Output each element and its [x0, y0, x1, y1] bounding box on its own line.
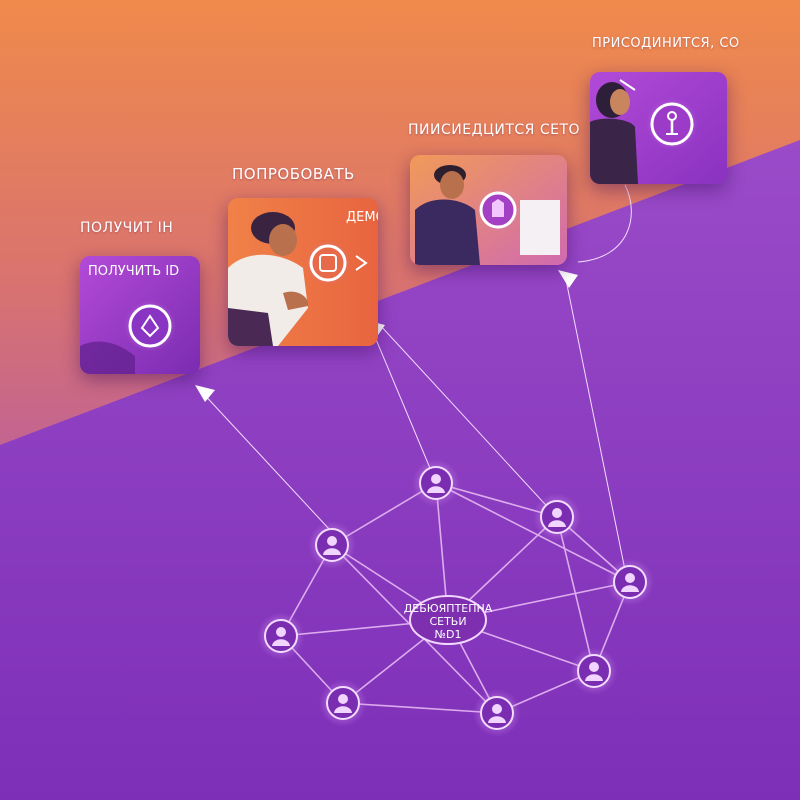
- node-link-10: [435, 482, 631, 583]
- guide-arrows: [199, 184, 632, 571]
- user-node-icon[interactable]: [319, 679, 367, 727]
- user-node-icon[interactable]: [570, 647, 618, 695]
- person-laptop-illustration: [415, 165, 560, 265]
- user-node-icon[interactable]: [606, 558, 654, 606]
- demo-icon: [309, 244, 347, 282]
- get-id-card[interactable]: ПОЛУЧИТЬ ID: [80, 256, 200, 374]
- user-node-icon[interactable]: [257, 612, 305, 660]
- hub-line-1: ДЕБЮЯПТЕПНА: [404, 602, 493, 615]
- person-illustration: [228, 212, 309, 346]
- id-badge-icon: [128, 304, 172, 348]
- try-demo-card[interactable]: ДЕМО: [228, 198, 378, 346]
- connect-network-card[interactable]: [410, 155, 567, 265]
- get-id-caption: ПОЛУЧИТЬ ID: [88, 264, 180, 279]
- step-2-label: ПОПРОБОВАТЬ: [232, 165, 355, 183]
- step-4-label: ПРИСОДИНИТСЯ, СО: [592, 36, 740, 51]
- hub-line-2: СЕТЬИ: [429, 615, 466, 628]
- slope-surface: [0, 140, 800, 800]
- step-1-label: ПОЛУЧИТ IH: [80, 220, 174, 236]
- user-node-icon[interactable]: [473, 689, 521, 737]
- network-nodes: [257, 459, 654, 737]
- network-hub: ДЕБЮЯПТЕПНА СЕТЬИ №D1: [404, 595, 493, 645]
- node-link-5: [342, 702, 498, 714]
- node-link-8: [556, 516, 595, 672]
- chevron-right-icon: [355, 255, 368, 271]
- demo-caption: ДЕМО: [346, 210, 378, 225]
- user-node-icon[interactable]: [533, 493, 581, 541]
- user-node-icon[interactable]: [412, 459, 460, 507]
- step-3-label: ПИИСИЕДЦИТСЯ СЕТО: [408, 122, 581, 138]
- hub-line-3: №D1: [435, 628, 462, 641]
- user-node-icon[interactable]: [308, 521, 356, 569]
- woman-illustration: [590, 82, 638, 184]
- join-card[interactable]: [590, 72, 727, 184]
